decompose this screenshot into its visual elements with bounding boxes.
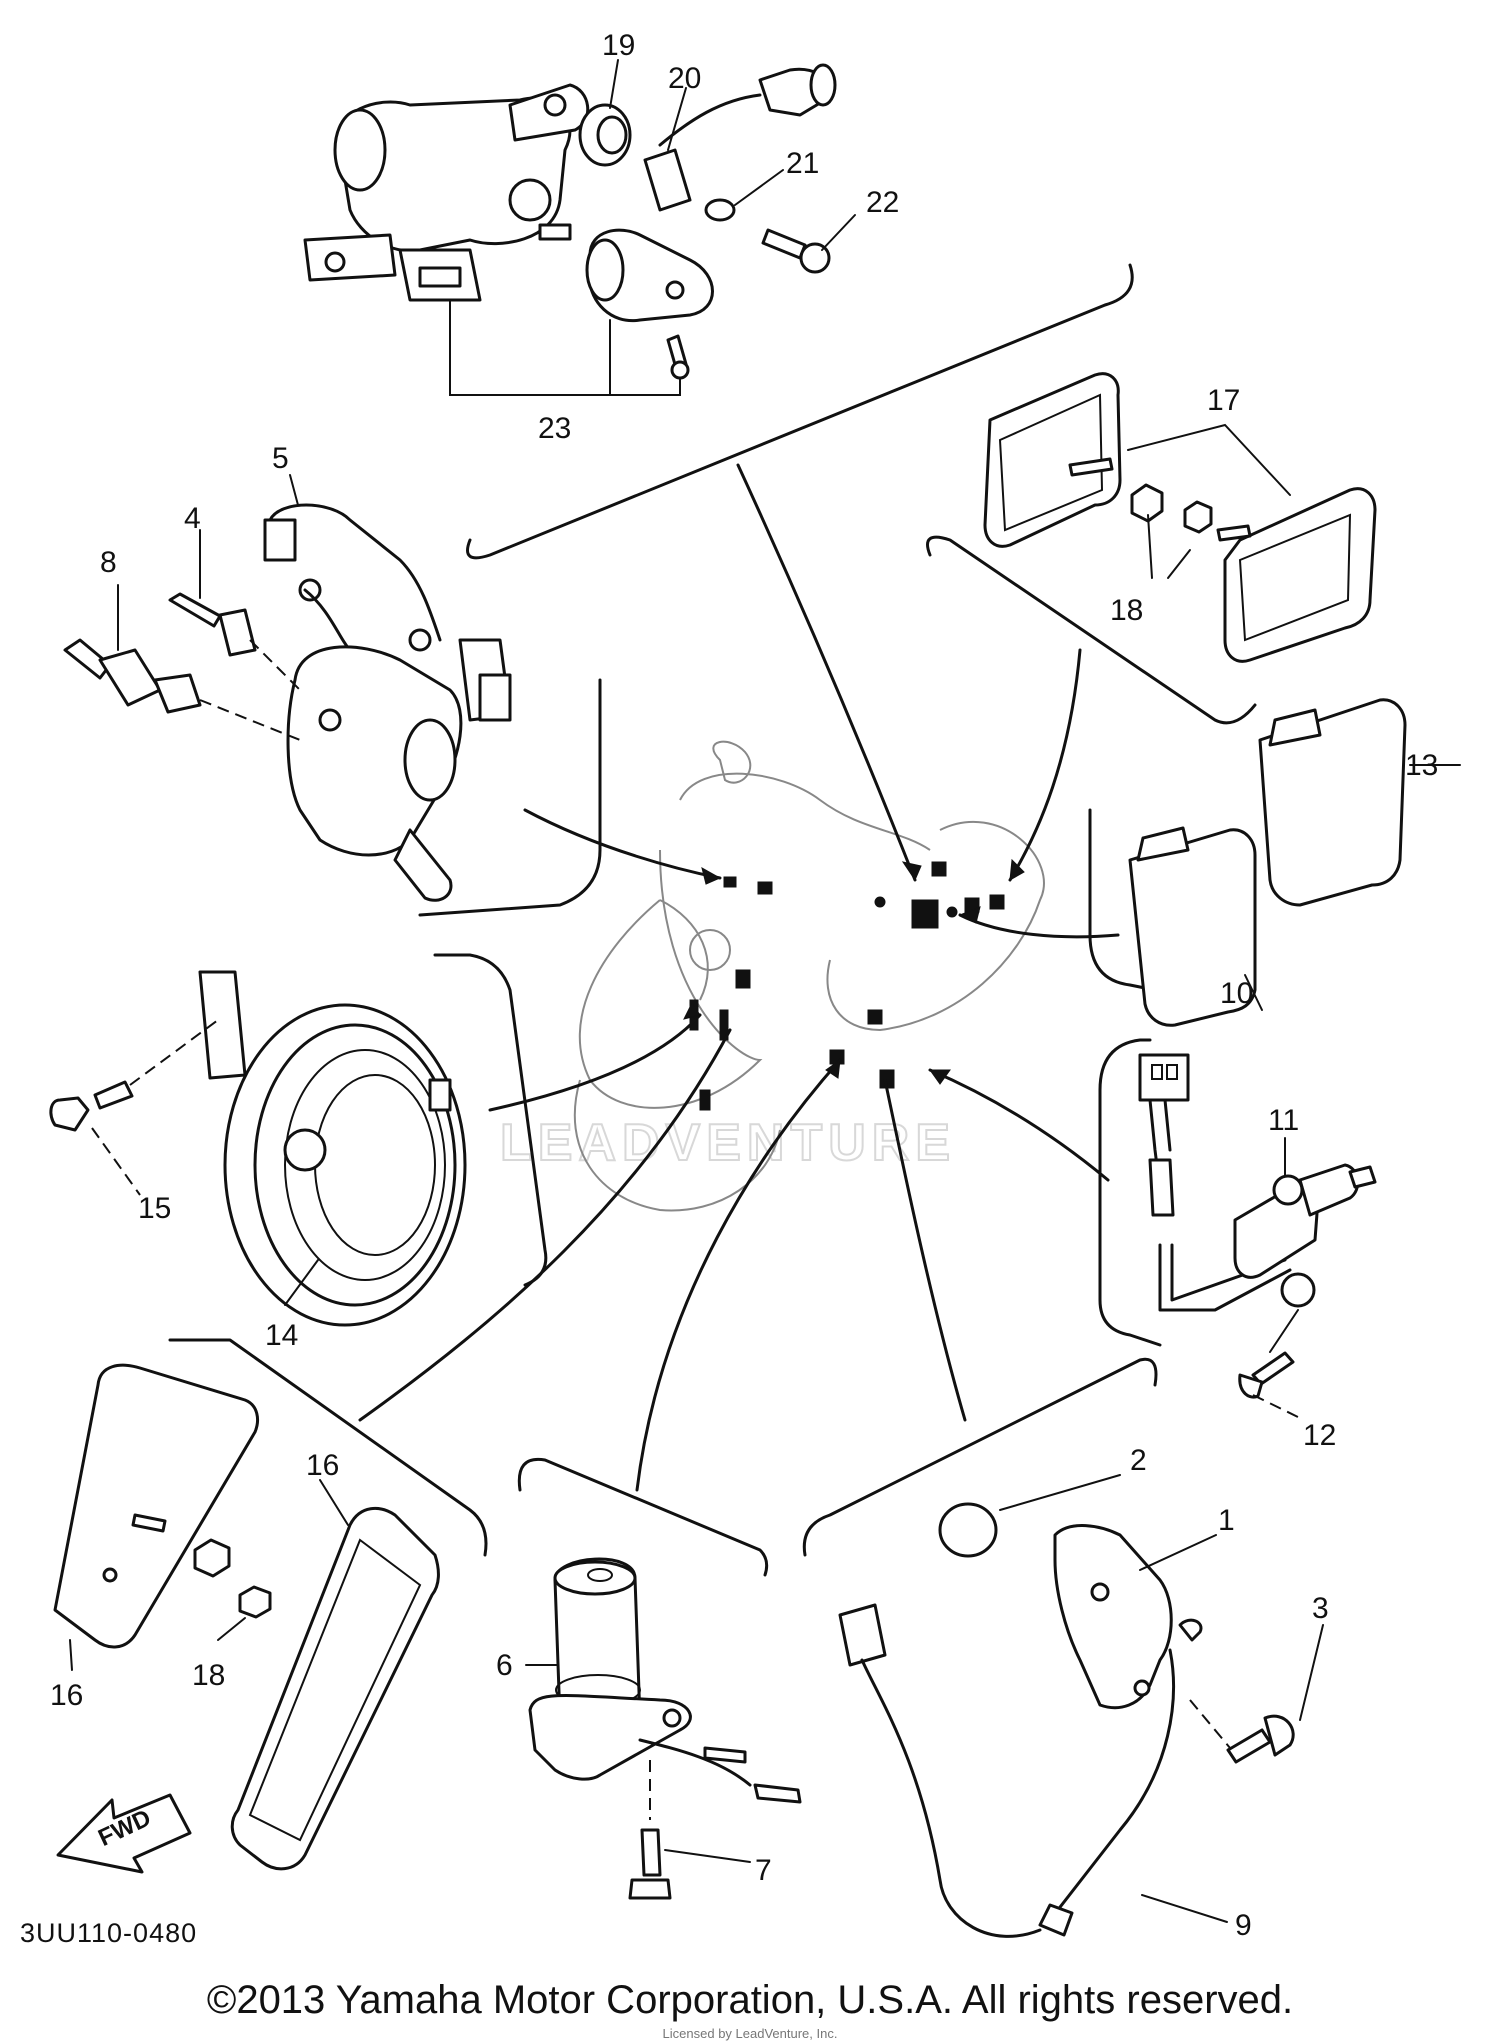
leader-lines-14-15 <box>91 1019 319 1306</box>
horn <box>49 970 467 1327</box>
callout-21: 21 <box>786 147 819 180</box>
callout-1: 1 <box>1218 1504 1235 1537</box>
callout-15: 15 <box>138 1192 171 1225</box>
leader-lines-6-7 <box>525 1664 751 1863</box>
license-notice: Licensed by LeadVenture, Inc. <box>662 2026 838 2041</box>
callout-9: 9 <box>1235 1909 1252 1942</box>
temperature-sensor-group <box>63 503 512 902</box>
callout-20: 20 <box>668 62 701 95</box>
side-reflectors <box>53 1363 440 1871</box>
relay-switch <box>1138 1053 1377 1399</box>
callout-22: 22 <box>866 186 899 219</box>
harness-wires <box>358 463 1120 1492</box>
copyright-notice: ©2013 Yamaha Motor Corporation, U.S.A. A… <box>206 1978 1294 2022</box>
callout-18-top: 18 <box>1110 594 1143 627</box>
callout-16-right: 16 <box>306 1449 339 1482</box>
relay-units <box>1128 698 1407 1027</box>
diagram-code: 3UU110-0480 <box>20 1918 197 1948</box>
leader-lines-13-10 <box>1244 764 1461 1011</box>
leader-lines-11-12 <box>1252 1137 1301 1419</box>
speed-sensor-assembly <box>838 1502 1295 1938</box>
leader-lines-17-18 <box>1127 423 1291 579</box>
frame-outline <box>573 740 1045 1212</box>
callout-16-left: 16 <box>50 1679 83 1712</box>
callout-7: 7 <box>755 1854 772 1887</box>
leader-lines-16-18 <box>69 1479 349 1671</box>
wire-harness-connectors <box>689 861 1005 1111</box>
callout-19: 19 <box>602 29 635 62</box>
speedometer-gear-assembly <box>303 63 837 380</box>
callout-17: 17 <box>1207 384 1240 417</box>
callout-numbers: 19 20 21 22 23 17 18 5 4 8 13 10 11 12 1… <box>50 29 1438 1942</box>
callout-8: 8 <box>100 546 117 579</box>
callout-11: 11 <box>1268 1104 1299 1137</box>
leader-lines-top <box>449 59 856 396</box>
callout-10: 10 <box>1220 977 1253 1010</box>
callout-14: 14 <box>265 1319 298 1352</box>
callout-6: 6 <box>496 1649 513 1682</box>
callout-5: 5 <box>272 442 289 475</box>
fwd-arrow-icon: FWD <box>56 1793 192 1874</box>
turn-signal-flashers <box>983 372 1377 663</box>
callout-4: 4 <box>184 502 201 535</box>
callout-12: 12 <box>1303 1419 1336 1452</box>
watermark: LEADVENTURE <box>500 1114 956 1172</box>
callout-13: 13 <box>1405 749 1438 782</box>
starter-solenoid <box>528 1557 802 1900</box>
callout-3: 3 <box>1312 1592 1329 1625</box>
callout-2: 2 <box>1130 1444 1147 1477</box>
callout-18-bottom: 18 <box>192 1659 225 1692</box>
leader-lines-5-4-8 <box>117 474 301 741</box>
leader-lines-1-2-3-9 <box>999 1474 1324 1923</box>
callout-23: 23 <box>538 412 571 445</box>
